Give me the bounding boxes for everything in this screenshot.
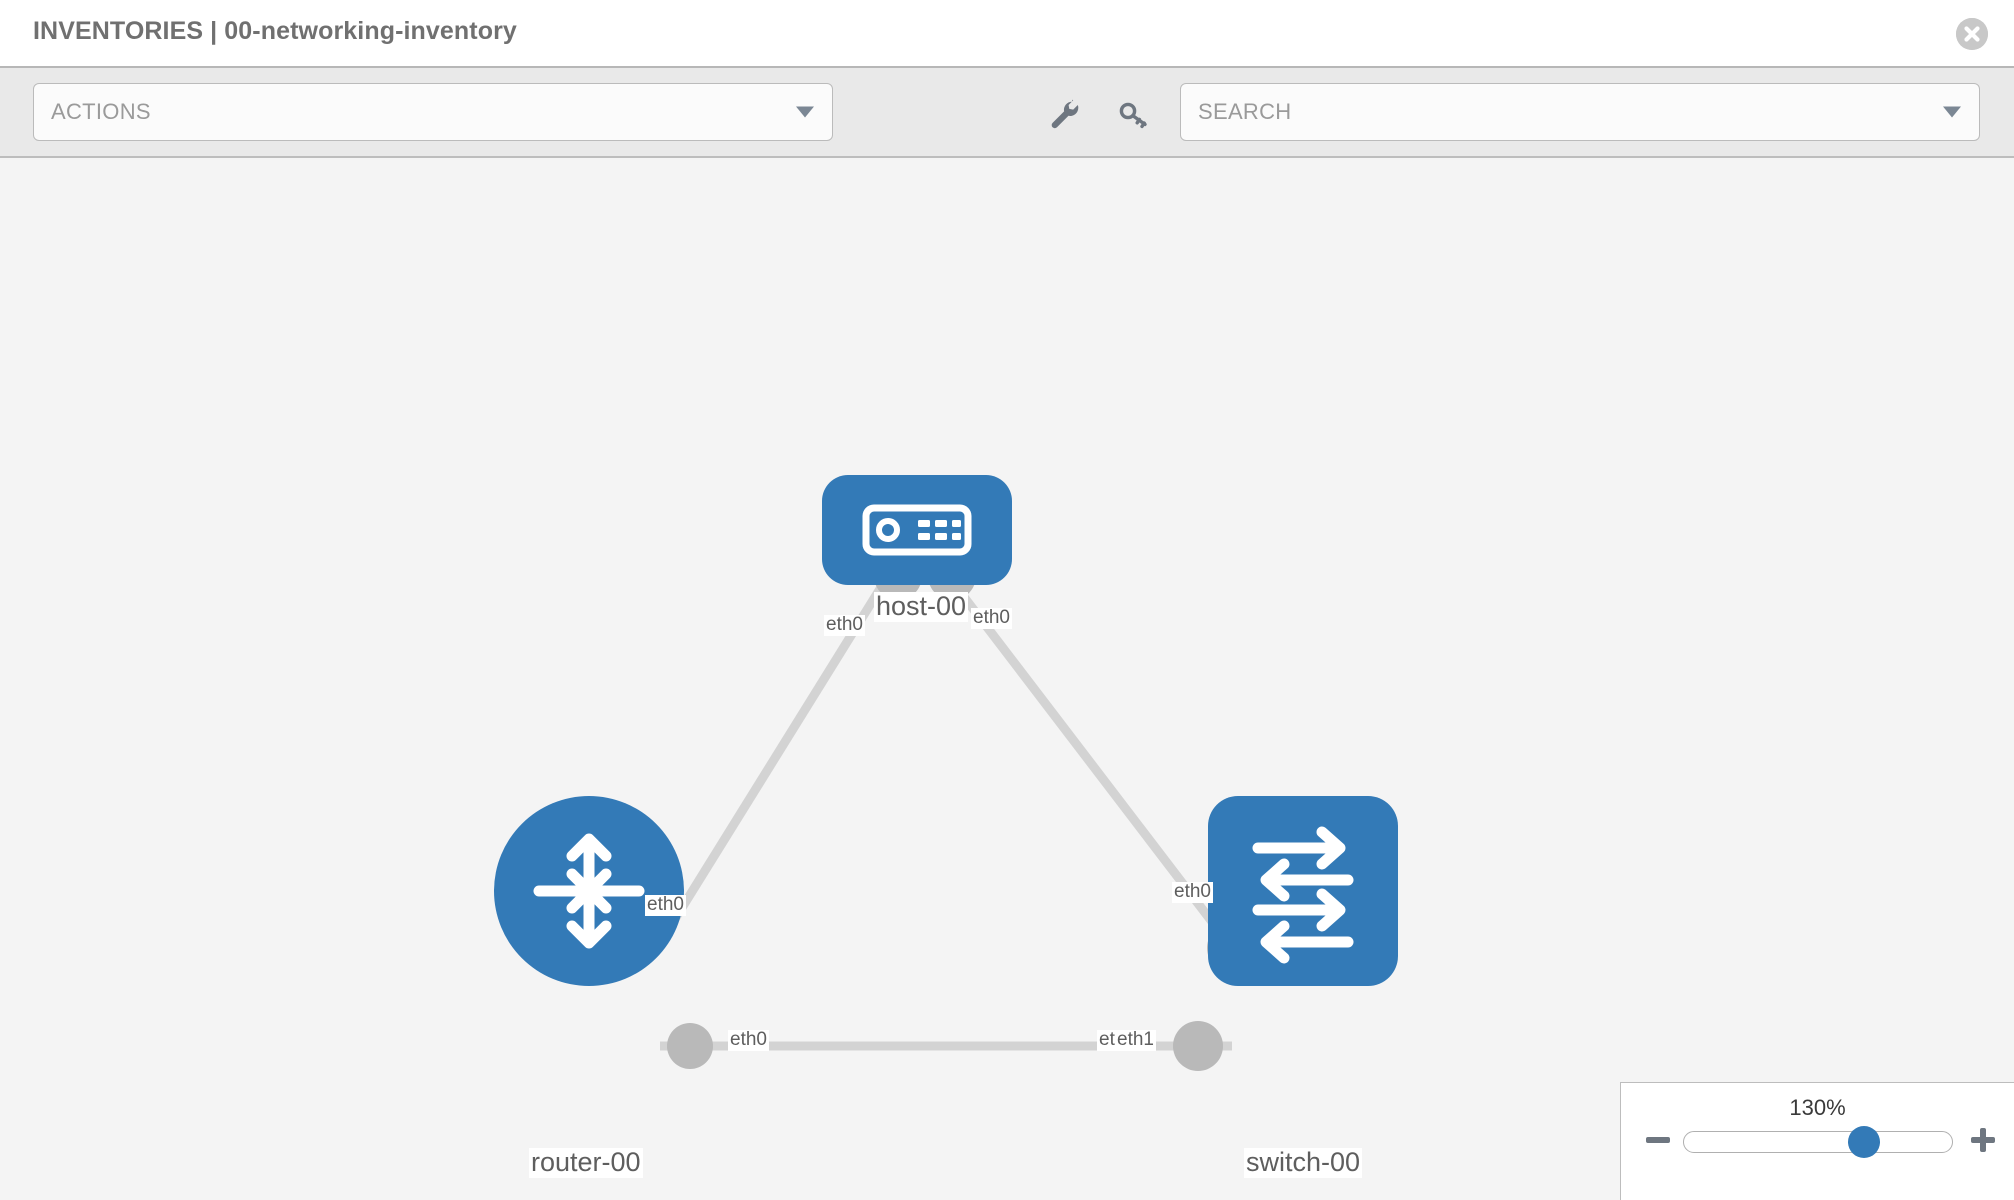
- chevron-down-icon: [796, 106, 814, 118]
- zoom-slider[interactable]: [1683, 1126, 1953, 1158]
- edge-host00-router00: [653, 573, 892, 951]
- iface-label-host00-right[interactable]: eth0: [971, 607, 1012, 629]
- zoom-control-panel: 130%: [1620, 1082, 2014, 1200]
- node-switch-00: [1208, 796, 1398, 986]
- iface-label-switch00-uplink[interactable]: eth0: [1172, 881, 1213, 903]
- port-router00-eth0: [667, 1023, 713, 1069]
- zoom-level-label: 130%: [1789, 1095, 1846, 1120]
- topology-canvas[interactable]: host-00 router-00 switch-00 eth0 eth0 et…: [0, 158, 2014, 1200]
- iface-label-router00-eth0[interactable]: eth0: [728, 1029, 769, 1051]
- actions-dropdown-label: ACTIONS: [51, 99, 151, 124]
- zoom-slider-handle[interactable]: [1847, 1126, 1880, 1158]
- topology-graph: [494, 475, 1398, 1071]
- node-label-host-00[interactable]: host-00: [874, 591, 969, 622]
- close-icon[interactable]: [1956, 18, 1988, 50]
- chevron-down-icon: [1943, 106, 1961, 118]
- actions-dropdown[interactable]: ACTIONS: [33, 83, 833, 141]
- zoom-out-button[interactable]: [1643, 1125, 1673, 1155]
- page-header: INVENTORIES | 00-networking-inventory: [0, 0, 2014, 68]
- search-placeholder: SEARCH: [1198, 99, 1292, 124]
- iface-label-host00-left[interactable]: eth0: [824, 614, 865, 636]
- topology-edges: [653, 573, 1236, 1051]
- iface-label-router00-uplink[interactable]: eth0: [645, 894, 686, 916]
- wrench-icon[interactable]: [1047, 98, 1081, 132]
- search-input[interactable]: SEARCH: [1180, 83, 1980, 141]
- node-host-00: [822, 475, 1012, 585]
- port-switch00-eth1: [1173, 1021, 1223, 1071]
- node-label-switch-00[interactable]: switch-00: [1244, 1147, 1363, 1178]
- topology-ports: [667, 552, 1257, 1071]
- node-router-00: [494, 796, 684, 986]
- page-title: INVENTORIES | 00-networking-inventory: [33, 17, 517, 45]
- key-icon[interactable]: [1117, 98, 1151, 132]
- zoom-in-button[interactable]: [1968, 1125, 1998, 1155]
- toolbar: ACTIONS SEARCH: [0, 68, 2014, 158]
- iface-label-switch00-eth1[interactable]: eth1: [1115, 1029, 1156, 1051]
- node-label-router-00[interactable]: router-00: [529, 1147, 643, 1178]
